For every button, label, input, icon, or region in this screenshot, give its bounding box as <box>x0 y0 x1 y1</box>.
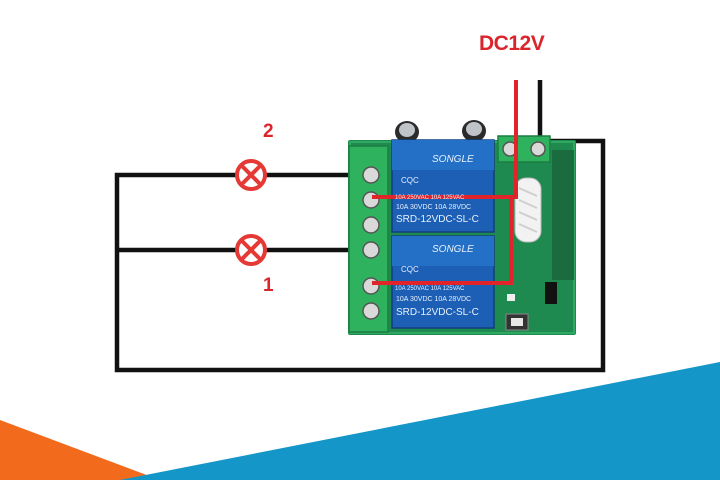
lamp-icon-1 <box>235 234 267 266</box>
lamp-icon-2 <box>235 159 267 191</box>
relay-top-cert: CQC <box>401 176 419 185</box>
relay-top-rating-a: 10A 250VAC 10A 125VAC <box>395 195 465 201</box>
led <box>507 294 515 301</box>
receiver-module <box>552 150 574 280</box>
jumper-header <box>545 282 557 304</box>
relay-icon-top <box>391 139 495 233</box>
relay-top-rating-b: 10A 30VDC 10A 28VDC <box>396 204 471 211</box>
orange-accent-band <box>0 420 160 480</box>
antenna-coil <box>514 177 542 243</box>
capacitor-left <box>395 121 419 143</box>
terminal-block-power <box>497 135 551 163</box>
relay-bottom-brand: SONGLE <box>432 244 474 255</box>
terminal-block-left <box>348 145 389 333</box>
lamp-1-label: 1 <box>263 275 274 296</box>
blue-accent-band <box>120 362 720 480</box>
relay-bottom-cert: CQC <box>401 265 419 274</box>
relay-top-brand: SONGLE <box>432 154 474 165</box>
red-wiring <box>372 80 518 285</box>
relay-bottom-model: SRD-12VDC-SL-C <box>396 307 479 318</box>
relay-bottom-rating-b: 10A 30VDC 10A 28VDC <box>396 296 471 303</box>
lamp-2-label: 2 <box>263 121 274 142</box>
relay-bottom-rating-a: 10A 250VAC 10A 125VAC <box>395 286 465 292</box>
relay-top-model: SRD-12VDC-SL-C <box>396 214 479 225</box>
capacitor-right <box>462 120 486 142</box>
power-supply-label: DC12V <box>479 32 545 55</box>
